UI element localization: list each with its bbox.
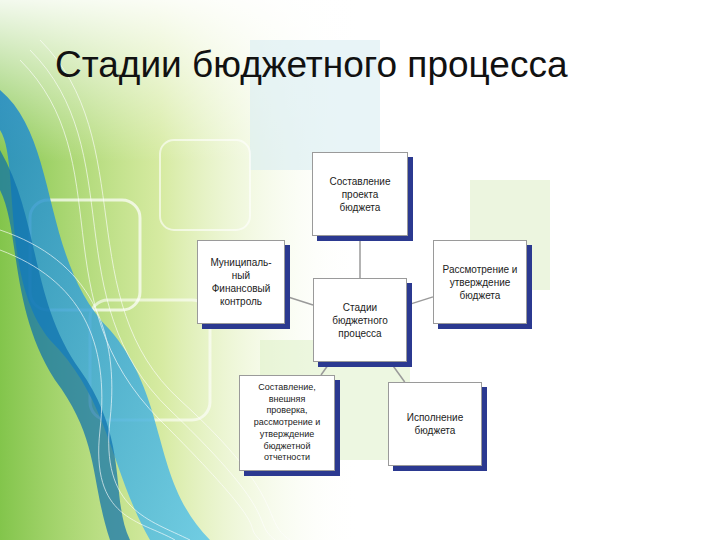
box-label: Рассмотрение и утверждение бюджета (437, 260, 523, 305)
stage-box: Составление, внешняя проверка, рассмотре… (239, 375, 335, 471)
connector-line (390, 362, 404, 382)
box-label: Стадии бюджетного процесса (317, 298, 403, 343)
center-box: Стадии бюджетного процесса (313, 278, 407, 362)
stage-box: Составление проекта бюджета (312, 152, 408, 236)
stage-box: Исполнение бюджета (388, 382, 482, 466)
box-label: Составление, внешняя проверка, рассмотре… (243, 379, 331, 467)
box-label: Составление проекта бюджета (316, 172, 404, 217)
connector-line (359, 236, 361, 278)
slide-title: Стадии бюджетного процесса (55, 44, 567, 86)
connector-line (285, 296, 313, 305)
connector-line (321, 362, 330, 375)
connector-line (407, 297, 433, 305)
box-label: Исполнение бюджета (392, 408, 478, 440)
stage-box: Рассмотрение и утверждение бюджета (433, 240, 527, 324)
box-label: Муниципаль- ный Финансовый контроль (205, 253, 277, 311)
stage-box: Муниципаль- ный Финансовый контроль (197, 240, 285, 324)
